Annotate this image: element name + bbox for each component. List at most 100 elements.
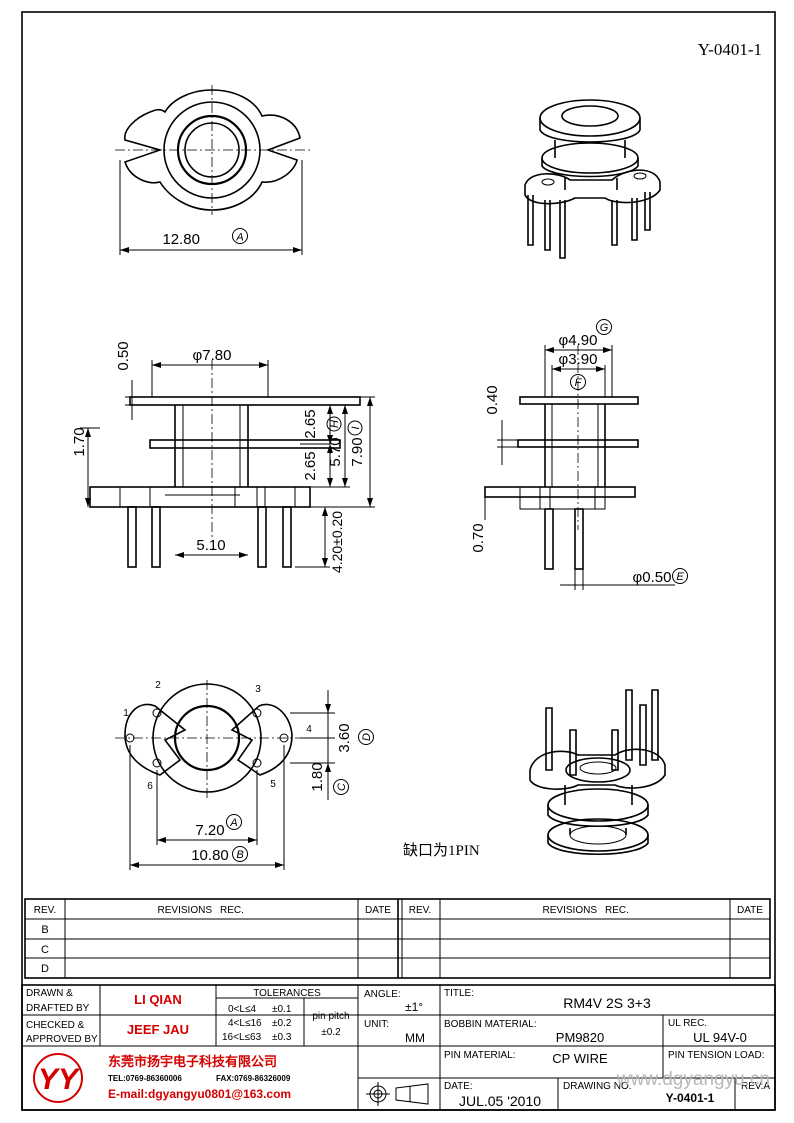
rev-h-rec-1: REC.: [220, 905, 244, 916]
pin-num-5: 5: [270, 779, 276, 790]
iso2-pin-4: [625, 689, 633, 761]
dim-h: 5.70: [327, 437, 344, 466]
iso-mid-flange: [541, 142, 639, 174]
checked-label-2: APPROVED BY: [26, 1034, 98, 1045]
watermark: www.dgyangyu.cn: [616, 1069, 770, 1090]
iso-base: [524, 169, 661, 205]
bobbin-value: PM9820: [556, 1030, 604, 1045]
top-outline: [124, 89, 301, 211]
logo-letters: YY: [38, 1063, 81, 1096]
tag-i: I: [350, 426, 362, 429]
pin-hole-6: [152, 758, 162, 768]
iso-pin-6: [644, 192, 651, 231]
company-fax: FAX:0769-86326009: [216, 1074, 291, 1083]
iso-top-rim: [539, 118, 641, 143]
dim-base-height: 1.70: [71, 427, 88, 456]
tag-g: G: [600, 322, 609, 334]
bottom-tab-right: [230, 703, 293, 776]
tag-circle-d: [358, 729, 374, 745]
iso2-pin-1: [545, 707, 553, 771]
side-top-flange: [519, 396, 639, 405]
front-dim-510-arrows: [175, 552, 248, 558]
pin-material-label: PIN MATERIAL:: [444, 1050, 516, 1061]
side-boss-l: [539, 486, 551, 510]
iso2-base: [529, 748, 666, 790]
iso2-bottom-bore: [569, 825, 627, 845]
iso2-flange-bottom: [547, 818, 649, 852]
tol-value-2: ±0.2: [272, 1018, 292, 1029]
iso2-pin-5: [639, 704, 647, 766]
dim-g: φ4.90: [559, 332, 598, 349]
pin-num-1: 1: [123, 708, 129, 719]
pin-hole-5: [252, 758, 262, 768]
rev-h-rec-2: REC.: [605, 905, 629, 916]
iso-base-hole-l: [541, 178, 555, 186]
tol-header: TOLERANCES: [253, 988, 321, 999]
iso2-flange-mid: [547, 788, 649, 822]
drawing-no-value: Y-0401-1: [666, 1091, 715, 1105]
projection-symbol: [366, 1082, 429, 1106]
date-value: JUL.05 '2010: [459, 1093, 541, 1109]
drawing-id: Y-0401-1: [698, 40, 762, 59]
rev-h-rev-1: REV.: [34, 905, 56, 916]
iso-pin-1: [527, 195, 534, 246]
bottom-tab-left: [124, 703, 187, 776]
dim-i: 7.90: [349, 437, 366, 466]
tag-circle-h: [326, 416, 342, 432]
dim-lower-h: 2.65: [302, 451, 319, 480]
iso2-barrel: [564, 785, 633, 805]
front-base-pin-mid: [234, 486, 258, 508]
dim-pin-span: 5.10: [196, 537, 225, 554]
tag-circle-g: [596, 319, 612, 335]
pin-tension-label: PIN TENSION LOAD:: [668, 1050, 765, 1061]
unit-value: MM: [405, 1031, 425, 1045]
dim-top-width: 12.80: [162, 231, 200, 248]
iso-barrel-1: [554, 140, 626, 158]
proj-cone: [395, 1083, 429, 1105]
tag-circle-b: [232, 846, 248, 862]
front-pin-1: [127, 506, 137, 568]
iso-pin-4: [611, 200, 618, 246]
tol-range-2: 4<L≤16: [228, 1018, 262, 1029]
iso-pin-5: [631, 198, 638, 241]
front-base-pin-left: [119, 486, 151, 508]
side-base-block: [519, 486, 606, 510]
tag-a-top: A: [235, 232, 243, 244]
pin-num-4: 4: [306, 724, 312, 735]
front-dim-265-arrows: [327, 405, 333, 487]
iso2-core-top: [565, 757, 631, 783]
iso-pin-3: [544, 200, 551, 251]
tag-h: H: [329, 420, 341, 428]
tag-e: E: [676, 571, 684, 583]
drawing-no-label: DRAWING NO.: [563, 1081, 632, 1092]
front-view: φ7.80 0.50 1.70 5.10 2.65 2.65 5.70 H 7.…: [71, 341, 375, 573]
rev-h-revisions-2: REVISIONS: [543, 905, 598, 916]
front-mid-flange: [149, 439, 341, 449]
angle-value: ±1°: [405, 1000, 423, 1014]
top-view: 12.80 A: [115, 85, 310, 255]
tag-d: D: [361, 733, 373, 741]
pin-hole-3: [252, 708, 262, 718]
pin-pitch-value: ±0.2: [321, 1027, 341, 1038]
company-tel: TEL:0769-86360006: [108, 1074, 182, 1083]
pin-pitch-label: pin pitch: [312, 1011, 349, 1022]
date-label: DATE:: [444, 1081, 473, 1092]
iso-view-top: [524, 99, 661, 259]
rev-row-c: C: [41, 944, 49, 956]
ul-value: UL 94V-0: [693, 1030, 747, 1045]
dim-d: 3.60: [336, 723, 353, 752]
side-pin-l: [544, 508, 554, 570]
ul-label: UL REC.: [668, 1018, 707, 1029]
drawn-label-1: DRAWN &: [26, 988, 73, 999]
rev-h-date-1: DATE: [365, 905, 391, 916]
pin-material-value: CP WIRE: [552, 1051, 608, 1066]
iso2-pin-2: [569, 729, 577, 776]
side-view: φ4.90 G φ3.90 F 0.40 0.70 φ0.50 E: [470, 319, 688, 590]
drawn-name: LI QIAN: [134, 992, 182, 1007]
tag-f: F: [575, 377, 583, 389]
iso-barrel-2: [564, 178, 618, 190]
unit-label: UNIT:: [364, 1019, 389, 1030]
iso2-pin-6: [651, 689, 659, 761]
front-pin-3: [257, 506, 267, 568]
company-name-cn: 东莞市扬宇电子科技有限公司: [108, 1054, 277, 1069]
